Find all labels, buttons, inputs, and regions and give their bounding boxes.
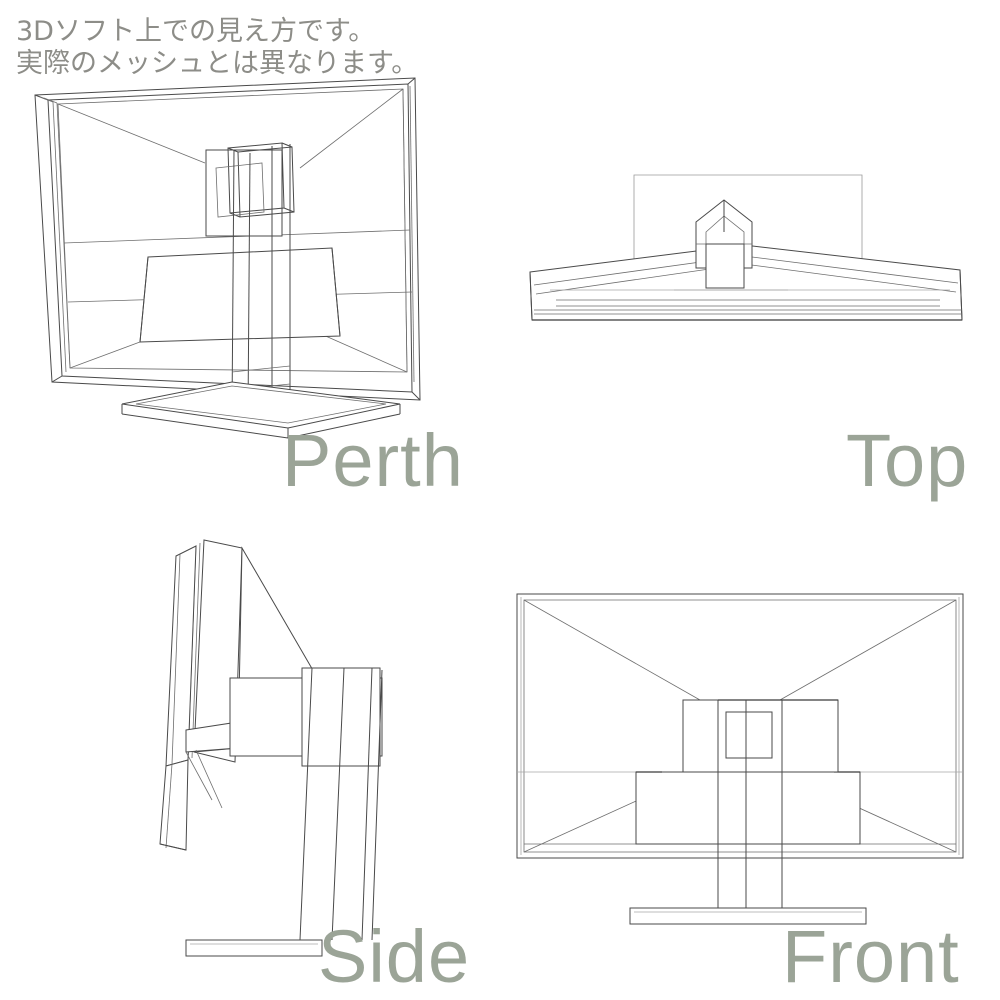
perth-base-br (288, 414, 400, 438)
perth-edge-br (412, 392, 420, 400)
top-wireframe (500, 0, 1000, 500)
side-chin-bottom (160, 844, 186, 850)
perth-diag-tr (300, 89, 403, 168)
perth-vesa-link-4 (284, 208, 294, 212)
perth-vesa-link-1 (228, 148, 238, 152)
perth-edge-tl3 (44, 98, 57, 103)
side-column-f2 (332, 668, 344, 940)
front-inner (524, 600, 956, 852)
perth-rib-left2 (53, 102, 66, 372)
perth-vesa-inner (216, 163, 264, 217)
side-chin (160, 760, 188, 850)
viewport-perth (0, 0, 500, 500)
side-wireframe (0, 500, 500, 1000)
perth-panel-front (35, 78, 420, 400)
side-neck-taper-2 (196, 750, 222, 808)
viewport-front (500, 500, 1000, 1000)
side-mount-block (302, 668, 380, 766)
front-hump (636, 772, 860, 844)
front-vesa-square (726, 712, 772, 758)
side-neck-taper-1 (186, 752, 212, 800)
perth-mount-plate (206, 150, 282, 236)
perth-hump (140, 248, 340, 342)
perth-diag-br (312, 330, 407, 372)
top-slab-left (530, 272, 532, 320)
front-vesa-area (683, 700, 838, 772)
perth-column-x2 (232, 366, 290, 372)
top-slab-right (960, 270, 962, 320)
side-base-plate (186, 940, 322, 956)
perth-edge-tl2 (40, 97, 53, 102)
perth-edge-bl (52, 376, 62, 382)
perth-rib-right2 (410, 86, 414, 382)
perth-hump-right (332, 248, 340, 336)
side-chin-rib (166, 764, 172, 848)
perth-rib-left (57, 103, 70, 368)
side-column-b2 (372, 670, 382, 940)
front-diag-tl (524, 600, 700, 700)
perth-edge-tr (408, 78, 415, 84)
side-panel-rib2 (192, 543, 200, 758)
perth-wireframe (0, 0, 500, 500)
side-column-f1 (300, 668, 312, 940)
perth-diag-tl (58, 104, 205, 163)
viewport-side (0, 500, 500, 1000)
front-diag-tr (780, 600, 956, 700)
perth-hump-left (140, 257, 148, 342)
front-wireframe (500, 500, 1000, 1000)
viewport-top (500, 0, 1000, 500)
perth-base-inner (136, 386, 386, 423)
side-column-b1 (362, 668, 372, 940)
front-base-plate (630, 908, 866, 924)
perth-base-bl (122, 414, 288, 438)
top-post (706, 244, 744, 288)
perth-column-l1 (232, 150, 234, 412)
side-panel-rib3 (172, 554, 180, 764)
